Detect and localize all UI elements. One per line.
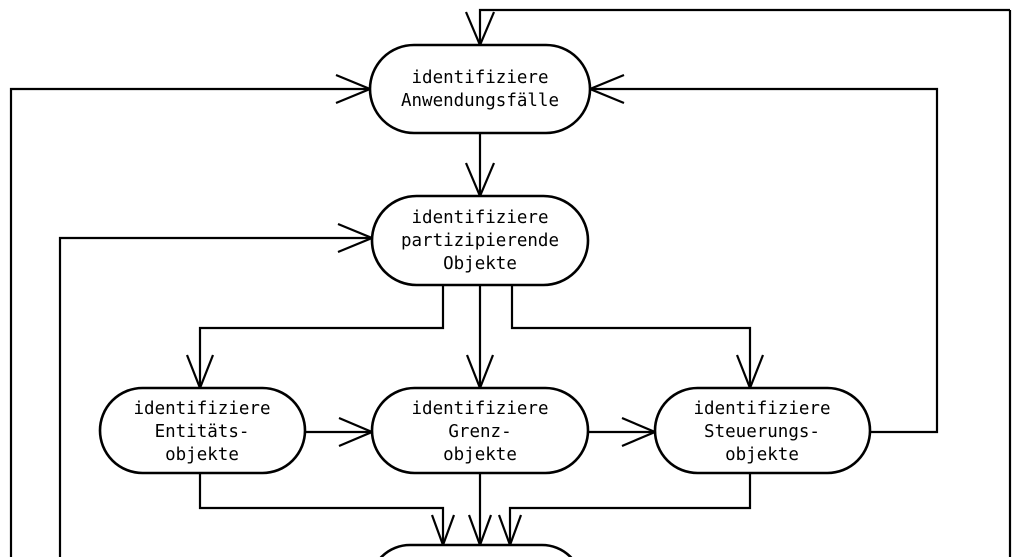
edge-entitaets-to-bottom-path <box>198 473 445 545</box>
node-bottom-clipped[interactable] <box>370 543 582 557</box>
node-identifiziere-grenz-objekte[interactable]: identifiziere Grenz- objekte <box>370 386 590 475</box>
edge-partizipierende-to-entitaets-path <box>198 285 445 388</box>
node-identifiziere-anwendungsfaelle-line-1: Anwendungsfälle <box>401 91 559 111</box>
edge-top-return-into-anwendungsfaelle-path <box>478 8 1010 45</box>
node-identifiziere-anwendungsfaelle[interactable]: identifiziere Anwendungsfälle <box>368 43 592 135</box>
node-identifiziere-steuerungs-objekte[interactable]: identifiziere Steuerungs- objekte <box>653 386 872 475</box>
node-identifiziere-entitaets-objekte-line-2: objekte <box>165 445 239 465</box>
node-identifiziere-grenz-objekte-line-0: identifiziere <box>412 399 549 419</box>
node-identifiziere-steuerungs-objekte-line-2: objekte <box>725 445 799 465</box>
node-identifiziere-partizipierende-objekte[interactable]: identifiziere partizipierende Objekte <box>370 194 590 287</box>
node-identifiziere-grenz-objekte-line-1: Grenz- <box>448 422 511 442</box>
edge-partizipierende-to-steuerungs-path <box>510 285 752 388</box>
node-identifiziere-partizipierende-objekte-line-0: identifiziere <box>412 208 549 228</box>
node-identifiziere-entitaets-objekte-line-1: Entitäts- <box>155 422 250 442</box>
edge-left-return-into-partizipierende-path <box>58 236 372 557</box>
node-identifiziere-steuerungs-objekte-shape <box>653 386 872 475</box>
node-identifiziere-steuerungs-objekte-line-0: identifiziere <box>694 399 831 419</box>
node-identifiziere-grenz-objekte-shape <box>370 386 590 475</box>
node-identifiziere-partizipierende-objekte-shape <box>370 194 590 287</box>
node-identifiziere-grenz-objekte-line-2: objekte <box>443 445 517 465</box>
node-identifiziere-steuerungs-objekte-line-1: Steuerungs- <box>704 422 820 442</box>
edge-right-return-into-anwendungsfaelle-path <box>590 87 939 434</box>
node-identifiziere-entitaets-objekte-line-0: identifiziere <box>134 399 271 419</box>
node-bottom-clipped-shape <box>379 543 573 557</box>
node-identifiziere-partizipierende-objekte-line-2: Objekte <box>443 254 517 274</box>
node-identifiziere-anwendungsfaelle-shape <box>368 43 592 135</box>
edge-left-return-into-anwendungsfaelle-path <box>9 87 370 557</box>
node-identifiziere-anwendungsfaelle-line-0: identifiziere <box>412 68 549 88</box>
node-identifiziere-partizipierende-objekte-line-1: partizipierende <box>401 231 559 251</box>
node-identifiziere-entitaets-objekte-shape <box>98 386 307 475</box>
edge-steuerungs-to-bottom-path <box>508 473 752 545</box>
node-identifiziere-entitaets-objekte[interactable]: identifiziere Entitäts- objekte <box>98 386 307 475</box>
